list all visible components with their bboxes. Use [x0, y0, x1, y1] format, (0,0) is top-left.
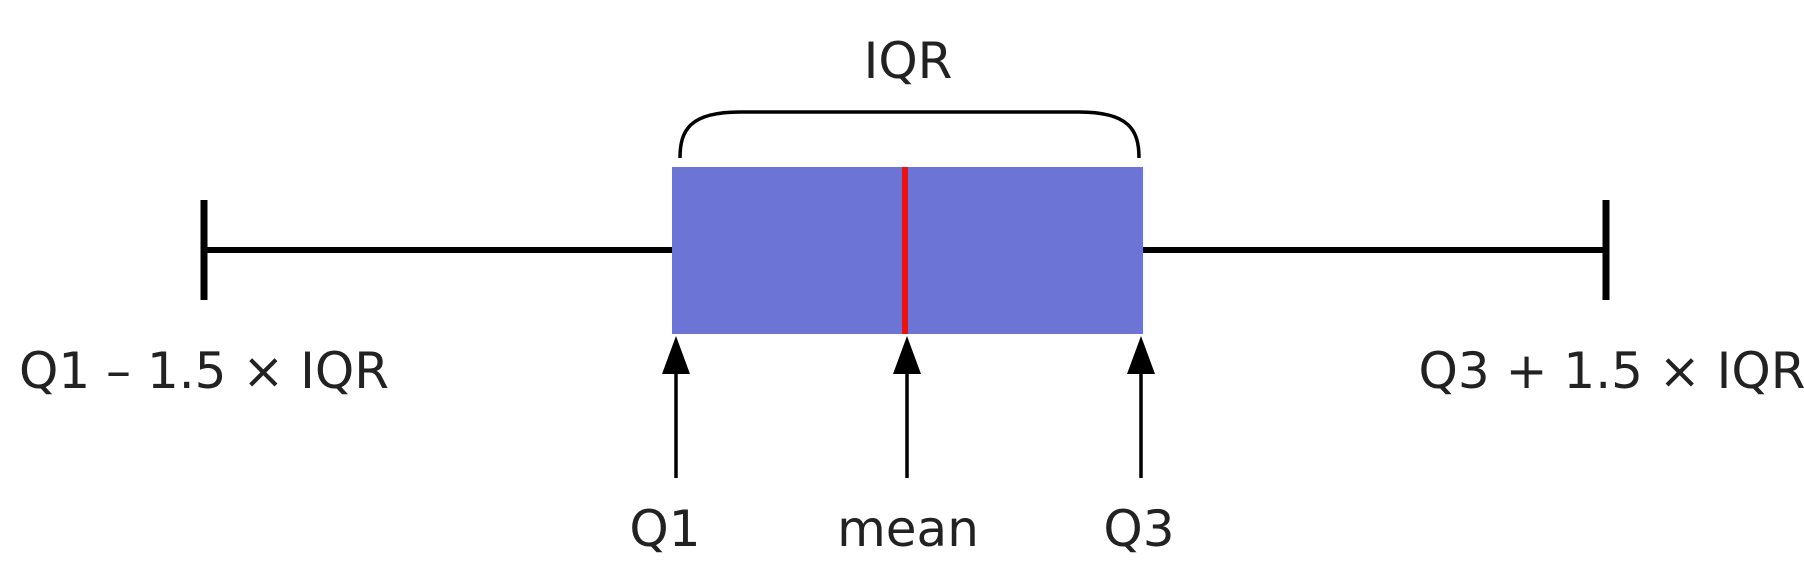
upper-whisker-label: Q3 + 1.5 × IQR [1419, 342, 1804, 400]
q3-label: Q3 [1103, 500, 1174, 558]
mean-label: mean [837, 500, 979, 558]
iqr-label: IQR [864, 32, 953, 90]
q1-arrow [662, 336, 690, 478]
q3-arrow [1127, 336, 1155, 478]
lower-whisker-label: Q1 – 1.5 × IQR [19, 342, 389, 400]
mean-arrow [893, 336, 921, 478]
iqr-brace [678, 110, 1141, 159]
q1-label: Q1 [629, 500, 700, 558]
